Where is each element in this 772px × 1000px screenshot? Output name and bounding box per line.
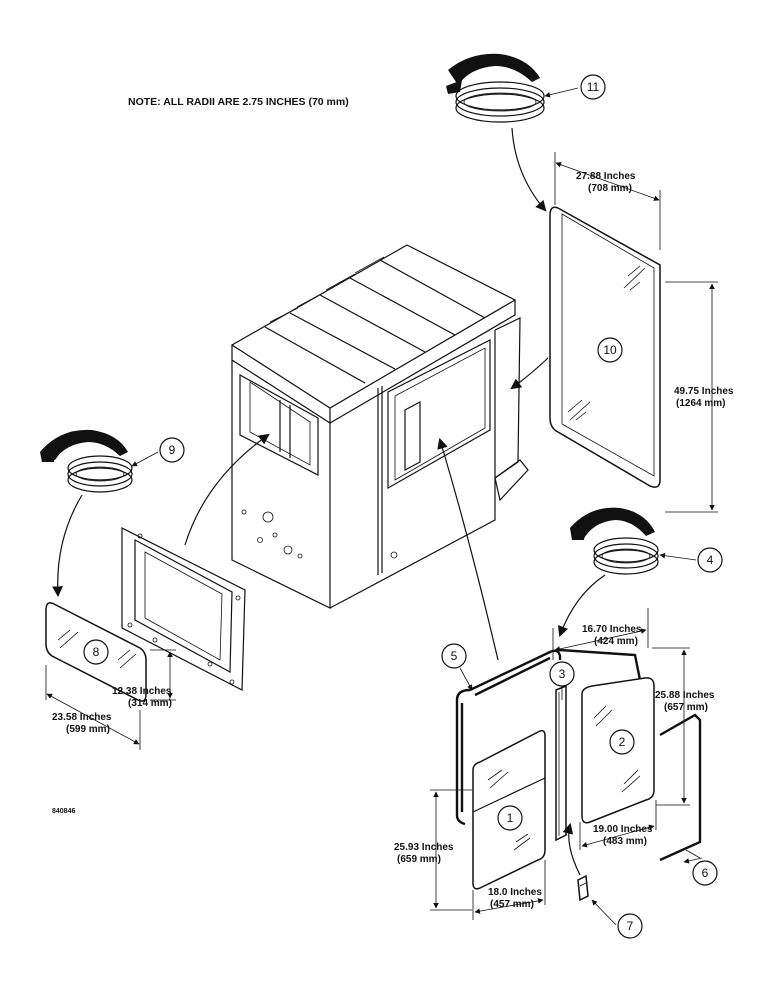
arrow-clip-7	[562, 822, 581, 876]
dimension-glass-8-height: 12.38 Inches (314 mm)	[112, 649, 176, 709]
svg-text:25.88 Inches: 25.88 Inches	[655, 690, 715, 701]
dimension-glass-2-height: 25.88 Inches (657 mm)	[652, 647, 715, 806]
dimension-glass-1-height: 25.93 Inches (659 mm)	[394, 789, 472, 911]
svg-text:12.38 Inches: 12.38 Inches	[112, 686, 172, 697]
seal-6-strip	[659, 713, 702, 862]
window-mounting-plate	[121, 527, 246, 691]
arrow-seal-4	[557, 574, 606, 638]
svg-text:19.00 Inches: 19.00 Inches	[593, 824, 653, 835]
svg-text:(483 mm): (483 mm)	[603, 836, 647, 847]
svg-text:(708 mm): (708 mm)	[588, 183, 632, 194]
radii-note: NOTE: ALL RADII ARE 2.75 INCHES (70 mm)	[128, 96, 349, 108]
divider-strip-3	[555, 684, 567, 842]
door-frame-5	[455, 648, 644, 826]
svg-text:25.93 Inches: 25.93 Inches	[394, 842, 454, 853]
callout-1: 1	[497, 805, 523, 831]
svg-text:10: 10	[603, 343, 617, 357]
seal-9-coil	[40, 429, 133, 493]
callout-4: 4	[659, 547, 723, 573]
seal-4-coil	[570, 507, 659, 575]
arrow-seal-9	[52, 494, 83, 598]
svg-text:23.58 Inches: 23.58 Inches	[52, 712, 112, 723]
svg-text:9: 9	[169, 443, 176, 457]
arrow-plate-to-cab	[184, 433, 270, 546]
svg-text:(1264 mm): (1264 mm)	[676, 398, 725, 409]
svg-text:(657 mm): (657 mm)	[664, 702, 708, 713]
dimension-glass-2-width: 19.00 Inches (483 mm)	[579, 800, 657, 850]
callout-9: 9	[131, 437, 185, 467]
drawing-reference-number: 840846	[52, 808, 75, 815]
svg-text:8: 8	[93, 645, 100, 659]
svg-text:3: 3	[559, 667, 566, 681]
arrow-seal-11	[511, 127, 547, 212]
svg-text:18.0 Inches: 18.0 Inches	[488, 887, 542, 898]
seal-11-coil	[446, 53, 545, 123]
svg-text:7: 7	[627, 919, 634, 933]
dimension-glass-8-width: 23.58 Inches (599 mm)	[45, 665, 141, 750]
callout-6: 6	[683, 849, 718, 886]
cab-body	[230, 244, 529, 609]
arrow-glass10-to-cab	[510, 357, 549, 390]
svg-text:16.70 Inches: 16.70 Inches	[582, 624, 642, 635]
svg-text:2: 2	[619, 735, 626, 749]
svg-text:(424 mm): (424 mm)	[594, 636, 638, 647]
svg-text:4: 4	[707, 553, 714, 567]
dimension-glass-10-width: 27.88 Inches (708 mm)	[554, 152, 661, 250]
callout-5: 5	[441, 643, 473, 691]
dimension-frame-5-width: 16.70 Inches (424 mm)	[552, 608, 649, 660]
svg-text:1: 1	[507, 811, 514, 825]
dimension-glass-1-width: 18.0 Inches (457 mm)	[472, 860, 546, 920]
svg-text:11: 11	[587, 80, 600, 94]
svg-text:49.75 Inches: 49.75 Inches	[674, 386, 734, 397]
callout-3: 3	[549, 661, 575, 700]
callout-10: 10	[597, 337, 623, 363]
clip-7	[577, 874, 589, 902]
svg-text:(457 mm): (457 mm)	[490, 899, 534, 910]
callout-11: 11	[544, 74, 606, 100]
dimension-glass-10-height: 49.75 Inches (1264 mm)	[665, 281, 734, 513]
svg-text:(659 mm): (659 mm)	[397, 854, 441, 865]
callout-8: 8	[83, 639, 109, 665]
svg-text:6: 6	[702, 866, 709, 880]
arrow-door-to-cab	[437, 437, 499, 661]
callout-2: 2	[609, 729, 635, 755]
callout-7: 7	[591, 899, 643, 939]
svg-text:5: 5	[451, 649, 458, 663]
svg-text:(599 mm): (599 mm)	[66, 724, 110, 735]
svg-text:(314 mm): (314 mm)	[128, 698, 172, 709]
svg-text:27.88 Inches: 27.88 Inches	[576, 171, 636, 182]
